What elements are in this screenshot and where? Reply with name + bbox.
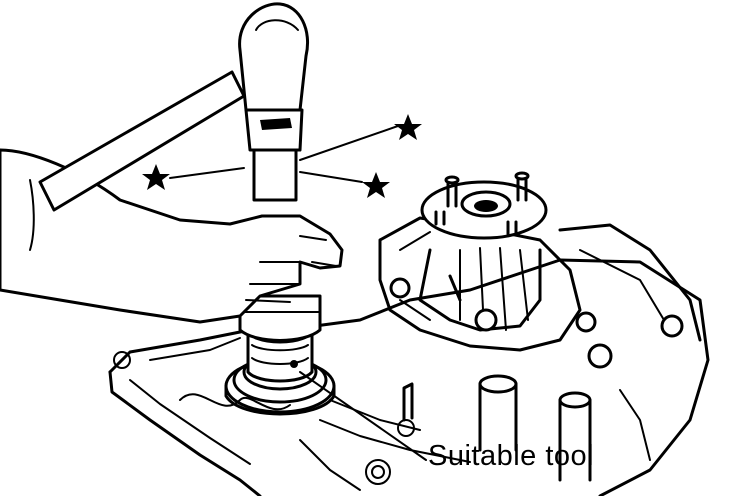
suitable-tool <box>238 294 322 383</box>
case-plate <box>108 258 710 496</box>
hammer <box>38 2 309 212</box>
impact-star-icon <box>362 172 390 198</box>
suitable-tool-label: Suitable tool <box>428 440 595 472</box>
output-flange <box>378 171 582 352</box>
impact-marks <box>142 114 422 198</box>
impact-star-icon <box>142 164 170 190</box>
impact-star-icon <box>394 114 422 140</box>
left-hand <box>0 148 344 324</box>
callout-leader <box>299 371 427 461</box>
rear-housing <box>478 223 702 482</box>
